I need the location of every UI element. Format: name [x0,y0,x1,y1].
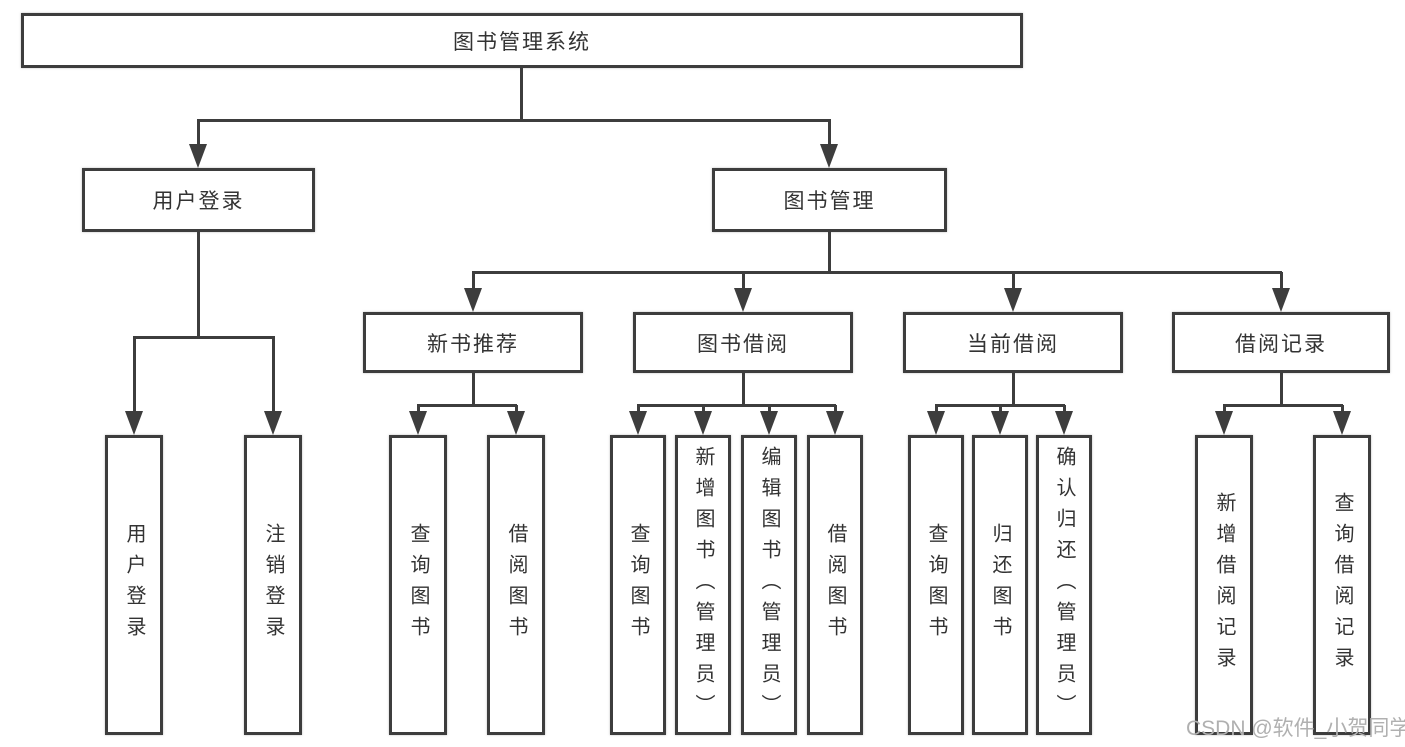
leaf-borrow-edit-books-admin: 编辑图书（管理员） [741,435,797,735]
node-book-borrow: 图书借阅 [633,312,853,373]
arrowhead-down-icon [409,411,427,435]
arrowhead-down-icon [264,411,282,435]
leaf-newbook-borrow-books: 借阅图书 [487,435,545,735]
node-borrow-records: 借阅记录 [1172,312,1390,373]
leaf-current-confirm-return-admin: 确认归还（管理员） [1036,435,1092,735]
connector-line [1223,405,1226,413]
arrowhead-down-icon [820,144,838,168]
node-label: 图书管理系统 [453,30,591,54]
connector-line [417,404,517,407]
leaf-records-add-record: 新增借阅记录 [1195,435,1253,735]
leaf-records-query-record: 查询借阅记录 [1313,435,1371,735]
node-label: 新增借阅记录 [1213,492,1235,678]
arrowhead-down-icon [629,411,647,435]
leaf-current-return-books: 归还图书 [972,435,1028,735]
node-label: 图书管理 [783,190,876,213]
arrowhead-down-icon [189,144,207,168]
leaf-current-query-books: 查询图书 [908,435,964,735]
arrowhead-down-icon [734,288,752,312]
node-label: 用户登录 [152,190,245,213]
connector-line [637,405,640,413]
node-label: 图书借阅 [697,332,789,356]
arrowhead-down-icon [1004,288,1022,312]
connector-line [272,337,275,413]
arrowhead-down-icon [694,411,712,435]
connector-line [1012,373,1015,405]
leaf-user-login: 用户登录 [105,435,163,735]
arrowhead-down-icon [464,288,482,312]
connector-line [768,405,771,413]
connector-line [742,272,745,290]
leaf-borrow-borrow-books: 借阅图书 [807,435,863,735]
connector-line [197,119,831,122]
connector-line [702,405,705,413]
node-label: 借阅图书 [824,523,846,647]
connector-line [1341,405,1344,413]
connector-line [999,405,1002,413]
arrowhead-down-icon [927,411,945,435]
node-label: 查询图书 [407,523,429,647]
arrowhead-down-icon [991,411,1009,435]
node-label: 确认归还（管理员） [1053,445,1075,725]
connector-line [1280,373,1283,405]
leaf-borrow-query-books: 查询图书 [610,435,666,735]
arrowhead-down-icon [125,411,143,435]
arrowhead-down-icon [507,411,525,435]
connector-line [133,336,275,339]
connector-line [935,405,938,413]
node-label: 注销登录 [262,523,284,647]
node-book-management: 图书管理 [712,168,947,232]
node-new-book-recommend: 新书推荐 [363,312,583,373]
node-label: 编辑图书（管理员） [758,445,780,725]
arrowhead-down-icon [760,411,778,435]
leaf-newbook-query-books: 查询图书 [389,435,447,735]
node-label: 借阅记录 [1235,332,1327,356]
connector-line [520,68,523,120]
connector-line [197,120,200,148]
watermark: CSDN @软件_小贺同学 [1186,717,1405,740]
node-label: 新增图书（管理员） [692,445,714,725]
connector-line [834,405,837,413]
connector-line [637,404,836,407]
node-label: 新书推荐 [427,332,519,356]
connector-line [742,373,745,405]
connector-line [1280,272,1283,290]
arrowhead-down-icon [1333,411,1351,435]
connector-line [1063,405,1066,413]
node-label: 归还图书 [989,523,1011,647]
node-root: 图书管理系统 [21,13,1023,68]
connector-line [472,272,475,290]
node-label: 借阅图书 [505,523,527,647]
node-label: 查询图书 [925,523,947,647]
node-label: 当前借阅 [967,332,1059,356]
node-label: 查询借阅记录 [1331,492,1353,678]
connector-line [1012,272,1015,290]
connector-line [828,232,831,272]
leaf-borrow-add-books-admin: 新增图书（管理员） [675,435,731,735]
connector-line [515,405,518,413]
connector-line [1223,404,1343,407]
arrowhead-down-icon [1272,288,1290,312]
connector-line [472,271,1282,274]
connector-line [828,120,831,148]
arrowhead-down-icon [1215,411,1233,435]
connector-line [133,337,136,413]
arrowhead-down-icon [1055,411,1073,435]
connector-line [417,405,420,413]
node-label: 用户登录 [123,523,145,647]
leaf-logout: 注销登录 [244,435,302,735]
connector-line [472,373,475,405]
arrowhead-down-icon [826,411,844,435]
node-user-login: 用户登录 [82,168,315,232]
connector-line [197,232,200,337]
node-current-borrow: 当前借阅 [903,312,1123,373]
node-label: 查询图书 [627,523,649,647]
